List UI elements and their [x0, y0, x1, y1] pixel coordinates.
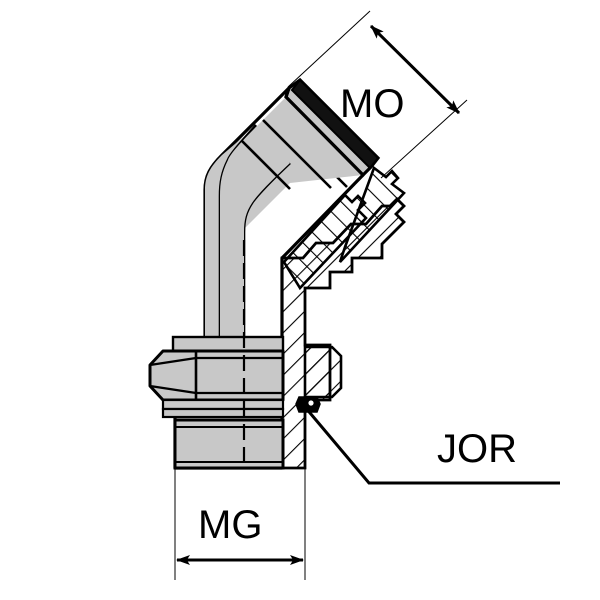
mg-label: MG [198, 503, 262, 547]
hex-nut-chamfer-bottom [149, 384, 197, 395]
elbow-throat-grey [220, 127, 290, 345]
hex-nut [148, 349, 285, 402]
washer-stack [161, 398, 285, 419]
nut-upper-band [171, 335, 285, 353]
callout-jor: JOR [303, 406, 560, 485]
stud-body [173, 418, 285, 470]
o-ring-body [295, 396, 321, 413]
o-ring-highlight [308, 400, 314, 406]
washer-upper [161, 398, 285, 411]
hex-boss-hatched [303, 345, 343, 399]
nut-upper-washer [171, 335, 285, 353]
hex-nut-chamfer-top [149, 356, 197, 367]
o-ring-seal [295, 396, 321, 413]
upper-leg-rib-3 [241, 140, 291, 190]
mo-label: MO [340, 82, 404, 126]
mo-extension-line-upper [287, 10, 371, 88]
upper-leg-ribs [241, 119, 332, 190]
upper-leg-rib-2 [262, 119, 332, 189]
dimension-mo: MO [340, 24, 461, 126]
washer-lower [161, 407, 285, 419]
upper-leg-dark-cap [290, 78, 380, 170]
extension-lines [174, 10, 468, 580]
section-shoulder-boss [303, 345, 343, 399]
dimension-mg: MG [176, 503, 304, 565]
male-stud-end [173, 418, 285, 470]
jor-leader-line [303, 406, 560, 485]
elbow-throat-fill [220, 127, 290, 345]
jor-label: JOR [437, 427, 517, 471]
mo-dimension-line [369, 24, 461, 115]
